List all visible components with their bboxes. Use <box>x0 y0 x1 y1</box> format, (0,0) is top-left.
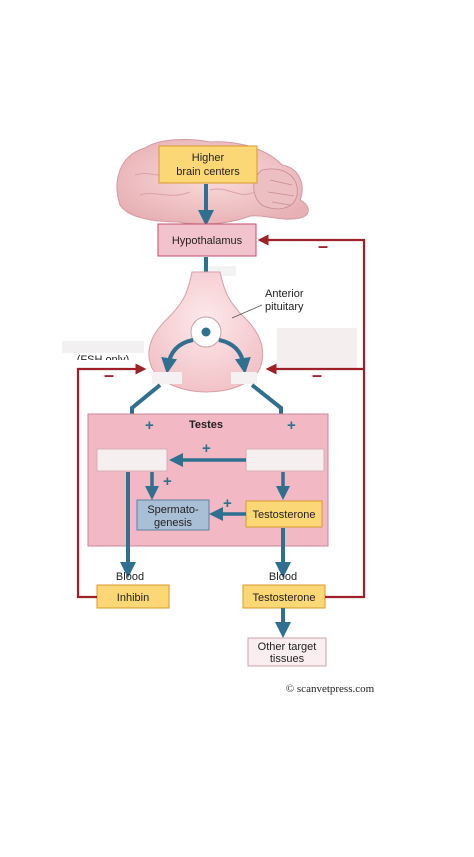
spermatogenesis-label-2: genesis <box>154 517 192 529</box>
other-tissues-label-1: Other target <box>258 641 317 653</box>
spermatogenesis-box: Spermato- genesis <box>136 499 210 531</box>
hidden-label-right <box>277 328 357 368</box>
testosterone-blood-box: Testosterone <box>242 584 326 609</box>
blood-label-right: Blood <box>269 571 297 583</box>
hypothalamus-box: Hypothalamus <box>157 223 257 257</box>
testes-label: Testes <box>189 419 223 431</box>
testosterone-testes-box: Testosterone <box>245 500 323 528</box>
arrow-pituitary-lh <box>218 338 251 374</box>
anterior-pointer-line <box>231 304 263 319</box>
other-target-tissues-box: Other target tissues <box>247 637 327 667</box>
anterior-label-1: Anterior <box>265 288 304 300</box>
anterior-pituitary <box>148 271 264 393</box>
pituitary-cell-nucleus <box>201 327 211 337</box>
inhibin-label: Inhibin <box>117 592 149 604</box>
fsh-only-label-group: (FSH only) <box>62 341 144 366</box>
fsh-only-label: (FSH only) <box>77 354 130 366</box>
feedback-testosterone-to-hypothalamus <box>257 234 366 599</box>
testosterone-testes-label: Testosterone <box>253 509 316 521</box>
other-tissues-label-2: tissues <box>270 653 305 665</box>
hidden-leydig-box <box>245 448 325 472</box>
plus-sign-leydig-sertoli: + <box>202 440 211 457</box>
spermatogenesis-label-1: Spermato- <box>147 504 199 516</box>
feedback-lines <box>76 234 366 599</box>
inhibin-box: Inhibin <box>96 584 170 609</box>
anterior-label-2: pituitary <box>265 301 304 313</box>
minus-sign-pituitary-left: – <box>104 365 114 385</box>
minus-sign-pituitary-right: – <box>312 365 322 385</box>
higher-brain-centers-box: Higher brain centers <box>158 145 258 184</box>
hypothalamus-label: Hypothalamus <box>172 235 243 247</box>
higher-brain-label-2: brain centers <box>176 166 240 178</box>
minus-sign-hypothalamus: – <box>318 236 328 256</box>
hidden-label-fsh <box>152 372 182 384</box>
copyright-label: © scanvetpress.com <box>286 683 375 695</box>
hidden-label-left <box>62 341 144 353</box>
plus-sign-lh: + <box>287 417 296 434</box>
hidden-sertoli-box <box>96 448 168 472</box>
hidden-label-gnrh <box>202 266 236 276</box>
plus-sign-fsh: + <box>145 417 154 434</box>
plus-sign-testo-sperm: + <box>223 495 232 512</box>
blood-label-left: Blood <box>116 571 144 583</box>
plus-sign-sertoli-sperm: + <box>163 473 172 490</box>
arrow-pituitary-fsh <box>161 338 194 374</box>
testosterone-blood-label: Testosterone <box>253 592 316 604</box>
higher-brain-label-1: Higher <box>192 152 225 164</box>
hidden-label-lh <box>231 372 257 384</box>
feedback-inhibin-to-pituitary <box>76 363 147 599</box>
